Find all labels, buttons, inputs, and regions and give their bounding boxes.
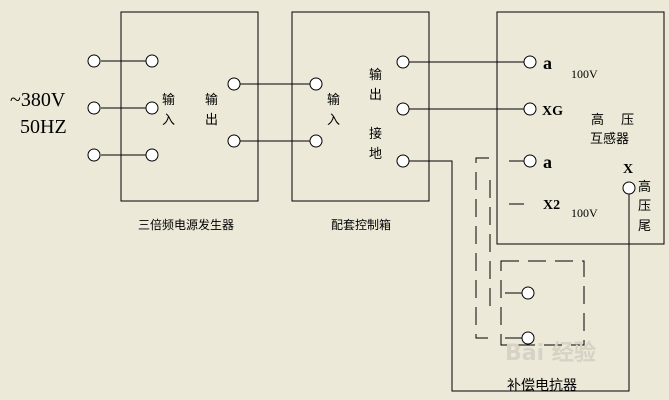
generator-title: 三倍频电源发生器: [138, 217, 234, 232]
hv-tail-label-1: 高: [638, 179, 651, 195]
control-ground-terminal: [396, 154, 410, 168]
terminal-a1-label: a: [543, 53, 552, 73]
voltage-bottom-label: 100V: [571, 206, 598, 220]
control-box-title: 配套控制箱: [331, 217, 391, 232]
source-frequency-label: 50HZ: [20, 116, 67, 138]
generator-input-terminal-2: [145, 101, 159, 115]
terminal-x-label: X: [623, 162, 633, 177]
generator-box: [120, 11, 259, 202]
transformer-box: [496, 11, 665, 245]
control-input-label-1: 输: [327, 92, 340, 108]
control-output-terminal-2: [396, 102, 410, 116]
generator-input-terminal-1: [145, 54, 159, 68]
reactor-terminal-2: [521, 331, 535, 345]
reactor-terminal-1: [521, 286, 535, 300]
control-output-label-2: 出: [369, 88, 382, 103]
wires: [101, 60, 630, 392]
source-terminal-2: [87, 101, 101, 115]
dashed-link-outer: [475, 157, 489, 339]
terminals: [87, 54, 636, 345]
control-input-label-2: 入: [327, 113, 340, 128]
transformer-title-2: 压: [621, 113, 634, 128]
transformer-title-3: 互感器: [590, 131, 629, 147]
terminal-a2-label: a: [543, 152, 552, 172]
control-output-terminal-1: [396, 55, 410, 69]
voltage-top-label: 100V: [571, 67, 598, 81]
generator-output-label-1: 输: [205, 92, 218, 108]
transformer-terminal-x: [622, 181, 636, 195]
transformer-terminal-xg: [523, 102, 537, 116]
transformer-terminal-a2: [523, 154, 537, 168]
generator-output-terminal-1: [227, 77, 241, 91]
hv-tail-label-2: 压: [638, 199, 651, 214]
control-ground-label-1: 接: [369, 126, 382, 142]
watermark-logo: Bai 经验: [505, 340, 596, 366]
control-input-terminal-2: [309, 134, 323, 148]
transformer-title-1: 高: [591, 112, 604, 128]
control-box: [291, 11, 430, 202]
control-output-label-1: 输: [369, 67, 382, 83]
generator-input-label-2: 入: [162, 113, 175, 128]
source-terminal-3: [87, 148, 101, 162]
reactor-title: 补偿电抗器: [507, 378, 577, 394]
generator-output-terminal-2: [227, 134, 241, 148]
wire-ground: [409, 160, 630, 392]
generator-input-terminal-3: [145, 148, 159, 162]
source-terminal-1: [87, 54, 101, 68]
source-voltage-label: ~380V: [10, 89, 66, 111]
control-input-terminal-1: [309, 77, 323, 91]
hv-tail-label-3: 尾: [638, 219, 651, 234]
generator-input-label-1: 输: [162, 92, 175, 108]
reactor-box: [500, 260, 585, 346]
transformer-terminal-a1: [523, 55, 537, 69]
terminal-xg-label: XG: [542, 104, 563, 119]
terminal-x2-label: X2: [543, 198, 560, 213]
control-ground-label-2: 地: [369, 147, 382, 162]
generator-output-label-2: 出: [205, 113, 218, 128]
